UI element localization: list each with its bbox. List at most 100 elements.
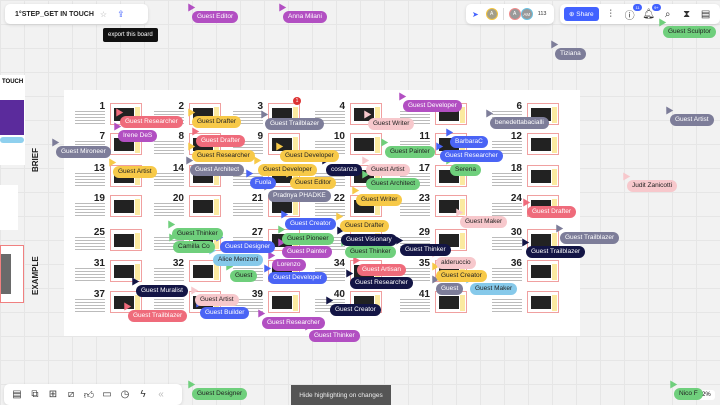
collaborator-cursor-label: benedettabacialli [490,117,549,129]
frame-image [531,234,551,247]
purple-banner [0,100,24,135]
avatar[interactable]: A [485,8,498,20]
star-icon[interactable]: ☆ [99,9,108,19]
frame-number: 41 [418,289,430,300]
frame-card [527,291,559,313]
collaborator-cursor-label: Guest Researcher [262,317,325,329]
cursor-pointer-icon [184,378,196,389]
zoom-level[interactable]: 2% [698,390,715,400]
sticky-note [214,199,219,215]
notes-list-icon[interactable]: ▤ [12,389,22,400]
frame-image [272,200,292,213]
frame-notes [75,237,105,251]
frame-image [531,138,551,151]
collaborator-cursor-label: Guest Painter [282,246,332,258]
frame-notes [315,203,345,217]
sticky-note [135,107,140,123]
collaborator-cursor-label: Guest Researcher [440,150,503,162]
collapse-icon[interactable]: « [158,389,164,400]
collaborator-cursor-label: Guest Maker [470,283,518,295]
collaborator-cursor-label: Guest Trailblazer [526,246,586,258]
sticky-note [460,295,465,311]
settings-sliders-icon[interactable]: ⫶ [609,8,612,20]
cursor-pointer-icon [666,378,678,389]
collaborator-cursor-label: Guest Drafter [340,220,390,232]
sticky-note [214,107,219,123]
board-title[interactable]: 1°STEP_GET IN TOUCH [15,10,94,18]
frame-number: 31 [93,258,105,269]
frame-notes [492,268,522,282]
frame-card [110,291,142,313]
sticky-note [460,107,465,123]
collaborator-cursor-label: Guest Drafter [192,116,242,128]
frame-notes [154,203,184,217]
frame-card [110,260,142,282]
collaborator-cursor-label: Guest Thinker [345,246,396,258]
timer-icon[interactable]: ⧗ [683,8,691,20]
comment-badge[interactable]: 1 [293,97,301,105]
sticky-note [135,199,140,215]
frame-number: 21 [251,193,263,204]
export-icon[interactable]: ⇪ [117,8,125,19]
bell-icon[interactable]: 🔔︎9+ [642,4,661,20]
frame-number: 30 [510,227,522,238]
collaborator-cursor-label: Guest Mironeer [56,146,111,158]
collaborator-cursor-label: Guest Creator [285,218,336,230]
frame-notes [492,173,522,187]
frames-icon[interactable]: ⧉ [31,389,39,400]
frame-image [272,108,292,121]
sticky-note [135,264,140,280]
avatar[interactable]: AM [520,8,533,20]
blue-tag [0,137,24,143]
board-title-panel: 1°STEP_GET IN TOUCH ☆ ⇪ [5,4,148,24]
lightning-icon[interactable]: ϟ [140,389,146,400]
bell-badge: 9+ [652,4,661,11]
frame-number: 35 [418,258,430,269]
example-photo [1,254,11,294]
frame-number: 29 [418,227,430,238]
sticky-note [460,199,465,215]
video-icon[interactable]: ▭ [102,389,112,400]
share-button[interactable]: ⊕ Share [564,7,599,21]
collaborator-cursor-label: Guest Visionary [341,234,397,246]
sticky-note [293,199,298,215]
sticky-note [293,137,298,153]
collaborator-cursor-label: BarbaraC [450,136,488,148]
frame-number: 7 [99,131,105,142]
collaborator-cursor-label: Guest [436,283,464,295]
reaction-icon[interactable]: 👍︎ [83,389,95,401]
collaborator-cursor-label: Judit Zanicotti [627,180,678,192]
frame-notes [492,237,522,251]
collaborator-cursor-label: Anna Milani [283,11,327,23]
frame-number: 40 [333,289,345,300]
sticky-note [552,169,557,185]
notes-icon[interactable]: ▤ [700,8,711,20]
collaborator-cursor-label: Guest Painter [385,146,435,158]
frame-card [189,195,221,217]
frame-number: 34 [333,258,345,269]
frame-card [527,165,559,187]
frame-image [272,138,292,151]
frame-card [527,260,559,282]
avatar[interactable]: A [508,8,521,20]
share-screen-icon[interactable]: ⧄ [67,389,75,400]
collaborator-cursor-label: Guest Sculptor [663,26,716,38]
cursor-pointer-icon [619,170,631,181]
timer-icon[interactable]: ◷ [120,389,130,400]
search-icon[interactable]: ⌕ [664,8,671,20]
collaborator-cursor-label: Guest Developer [280,150,339,162]
section-label-example: EXAMPLE [31,256,40,295]
sticky-note [552,107,557,123]
frame-number: 11 [419,131,430,142]
collaborator-cursor-label: Guest Artist [366,164,410,176]
frame-image [531,265,551,278]
participants-count[interactable]: 113 [535,9,549,19]
sticky-note [135,233,140,249]
frame-card [110,195,142,217]
frame-notes [154,173,184,187]
help-badge: 11 [633,4,642,11]
cursor-select-icon[interactable]: ➤ [472,9,479,19]
apps-icon[interactable]: ⊞ [48,389,58,400]
hide-highlighting-button[interactable]: Hide highlighting on changes [291,385,391,405]
